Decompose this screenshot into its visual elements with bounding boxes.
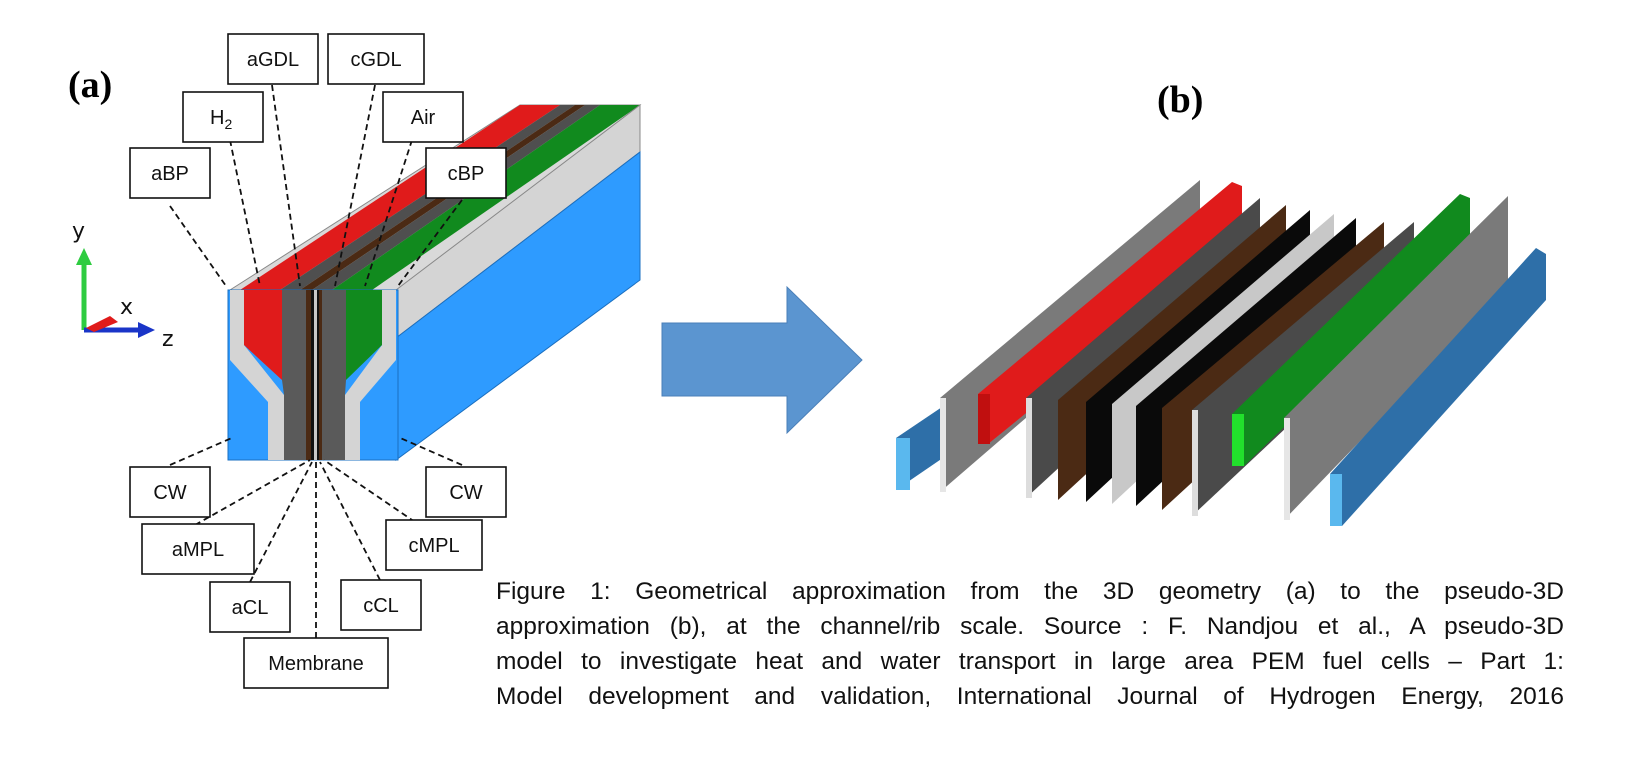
panel-a: (a) <box>68 33 642 689</box>
label-box-cGDL: cGDL <box>327 33 425 85</box>
label-aGDL: aGDL <box>247 49 299 71</box>
label-box-aBP: aBP <box>129 147 211 199</box>
label-box-Membrane: Membrane <box>243 637 389 689</box>
label-aCL: aCL <box>232 597 269 619</box>
label-box-aCL: aCL <box>209 581 291 633</box>
label-box-aGDL: aGDL <box>227 33 319 85</box>
panel-a-label: (a) <box>68 64 112 106</box>
leader-lines <box>169 84 463 638</box>
caption-line: model to investigate heat and water tran… <box>496 648 1564 675</box>
right-arrow-icon <box>661 285 863 435</box>
panel-b: (b) <box>896 79 1546 526</box>
label-cBP: cBP <box>448 163 485 185</box>
label-box-cMPL: cMPL <box>385 519 483 571</box>
y-axis-label: y <box>72 219 85 244</box>
label-aMPL: aMPL <box>172 539 224 561</box>
caption-line: Model development and validation, Intern… <box>496 683 1564 710</box>
figure-caption: Figure 1: Geometrical approximation from… <box>496 574 1564 714</box>
label-aBP: aBP <box>151 163 189 185</box>
panel-b-label: (b) <box>1157 79 1203 121</box>
caption-line: approximation (b), at the channel/rib sc… <box>496 613 1564 640</box>
pseudo-3d-layers <box>896 180 1546 526</box>
label-box-aMPL: aMPL <box>141 523 255 575</box>
label-box-cBP: cBP <box>425 147 507 199</box>
x-axis-label: x <box>120 295 133 320</box>
z-axis-label: z <box>162 327 174 352</box>
axis-triad: y x z <box>72 219 174 352</box>
label-box-Air: Air <box>382 91 464 143</box>
label-Air: Air <box>411 107 436 129</box>
label-cGDL: cGDL <box>350 49 401 71</box>
label-cMPL: cMPL <box>408 535 459 557</box>
label-box-H2: H2 <box>182 91 264 143</box>
label-Membrane: Membrane <box>268 653 364 675</box>
label-CW-right: CW <box>449 482 482 504</box>
label-box-CW-left: CW <box>129 466 211 518</box>
caption-line: Figure 1: Geometrical approximation from… <box>496 578 1564 605</box>
label-CW-left: CW <box>153 482 186 504</box>
label-H2: H2 <box>210 107 232 132</box>
label-cCL: cCL <box>363 595 399 617</box>
label-box-CW-right: CW <box>425 466 507 518</box>
label-box-cCL: cCL <box>340 579 422 631</box>
